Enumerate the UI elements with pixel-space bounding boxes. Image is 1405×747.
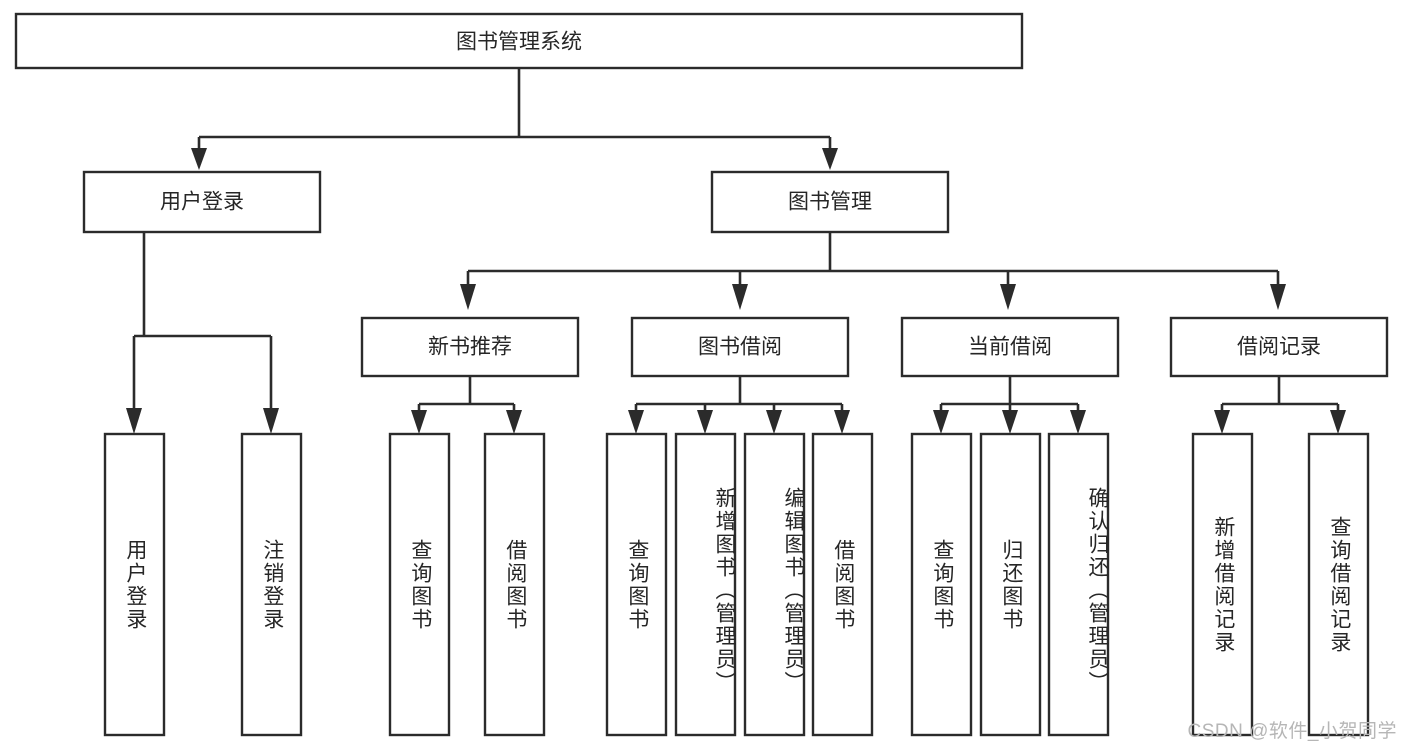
node-current-borrow-box[interactable] bbox=[900, 316, 1120, 378]
arrow-head-book-manage bbox=[822, 148, 838, 170]
node-current-borrow-label: 当前借阅 bbox=[968, 336, 1052, 359]
arrow-head-leaf-return-book bbox=[1002, 410, 1018, 434]
connector-group-borrow-record bbox=[1214, 377, 1346, 434]
node-leaf-query-book-3-box[interactable] bbox=[910, 432, 973, 737]
arrow-head-book-borrow bbox=[732, 284, 748, 310]
node-leaf-query-record-box[interactable] bbox=[1307, 432, 1370, 737]
csdn-watermark: CSDN @软件_小贺同学 bbox=[1187, 721, 1397, 742]
node-borrow-record[interactable]: 借阅记录 bbox=[1169, 316, 1389, 378]
node-leaf-edit-book-box[interactable] bbox=[743, 432, 806, 737]
node-leaf-query-book-2-box[interactable] bbox=[605, 432, 668, 737]
node-book-manage[interactable]: 图书管理 bbox=[710, 170, 950, 234]
arrow-head-current-borrow bbox=[1000, 284, 1016, 310]
node-leaf-return-book-box[interactable] bbox=[979, 432, 1042, 737]
arrow-head-leaf-query-book-1 bbox=[411, 410, 427, 434]
node-leaf-confirm-return-box[interactable] bbox=[1047, 432, 1110, 737]
node-root-box[interactable] bbox=[14, 12, 1024, 70]
node-new-book-recommend-label: 新书推荐 bbox=[428, 336, 512, 359]
node-book-borrow-label: 图书借阅 bbox=[698, 336, 782, 359]
connector-group-book-borrow bbox=[628, 377, 850, 434]
node-user-login-box[interactable] bbox=[82, 170, 322, 234]
node-book-borrow[interactable]: 图书借阅 bbox=[630, 316, 850, 378]
arrow-head-borrow-record bbox=[1270, 284, 1286, 310]
node-leaf-user-login-box[interactable] bbox=[103, 432, 166, 737]
node-book-manage-label: 图书管理 bbox=[788, 191, 872, 214]
node-book-borrow-box[interactable] bbox=[630, 316, 850, 378]
node-leaf-query-book-1-box[interactable] bbox=[388, 432, 451, 737]
node-borrow-record-box[interactable] bbox=[1169, 316, 1389, 378]
arrow-head-leaf-edit-book bbox=[766, 410, 782, 434]
node-user-login-label: 用户登录 bbox=[160, 191, 244, 214]
arrow-head-user-login bbox=[191, 148, 207, 170]
arrow-head-leaf-query-record bbox=[1330, 410, 1346, 434]
connector-group-book-manage bbox=[460, 232, 1286, 310]
connector-group-new-book-recommend bbox=[411, 377, 522, 434]
arrow-head-leaf-query-book-2 bbox=[628, 410, 644, 434]
node-new-book-recommend-box[interactable] bbox=[360, 316, 580, 378]
node-current-borrow[interactable]: 当前借阅 bbox=[900, 316, 1120, 378]
arrow-head-new-book bbox=[460, 284, 476, 310]
arrow-head-leaf-add-record bbox=[1214, 410, 1230, 434]
connector-group-user-login bbox=[126, 232, 279, 434]
node-root-label: 图书管理系统 bbox=[456, 31, 582, 54]
node-book-manage-box[interactable] bbox=[710, 170, 950, 234]
node-leaf-add-record-box[interactable] bbox=[1191, 432, 1254, 737]
node-leaf-borrow-book-2-box[interactable] bbox=[811, 432, 874, 737]
node-leaf-logout-box[interactable] bbox=[240, 432, 303, 737]
arrow-head-leaf-add-book bbox=[697, 410, 713, 434]
arrow-head-leaf-logout bbox=[263, 408, 279, 434]
node-leaf-borrow-book-1-box[interactable] bbox=[483, 432, 546, 737]
node-new-book-recommend[interactable]: 新书推荐 bbox=[360, 316, 580, 378]
node-root[interactable]: 图书管理系统 bbox=[14, 12, 1024, 70]
arrow-head-leaf-confirm-return bbox=[1070, 410, 1086, 434]
connector-group-current-borrow bbox=[933, 377, 1086, 434]
connector-group-root bbox=[191, 68, 838, 170]
node-leaf-add-book-box[interactable] bbox=[674, 432, 737, 737]
arrow-head-leaf-user-login bbox=[126, 408, 142, 434]
arrow-head-leaf-query-book-3 bbox=[933, 410, 949, 434]
arrow-head-leaf-borrow-book-1 bbox=[506, 410, 522, 434]
arrow-head-leaf-borrow-book-2 bbox=[834, 410, 850, 434]
node-user-login[interactable]: 用户登录 bbox=[82, 170, 322, 234]
node-borrow-record-label: 借阅记录 bbox=[1237, 336, 1321, 359]
